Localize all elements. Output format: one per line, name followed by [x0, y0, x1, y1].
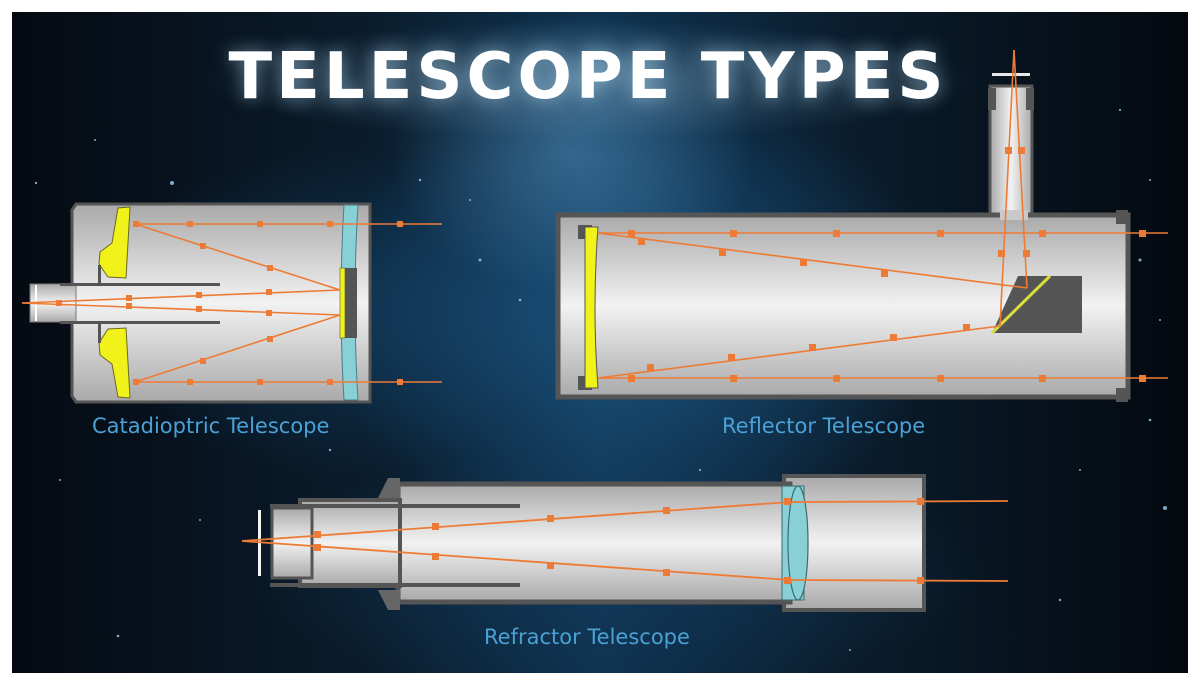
catadioptric-telescope — [21, 202, 442, 404]
diagonal-mirror-holder — [992, 276, 1082, 333]
secondary-mirror-holder — [345, 268, 357, 338]
diagonal-mirror — [990, 274, 1052, 335]
catadioptric-label: Catadioptric Telescope — [92, 414, 330, 438]
light-rays — [597, 49, 1168, 379]
stars — [34, 108, 1167, 651]
primary-mirror — [584, 226, 599, 389]
reflector-telescope — [555, 49, 1168, 402]
page-title: TELESCOPE TYPES — [228, 40, 948, 114]
primary-mirror-bottom — [98, 327, 131, 399]
light-rays — [241, 500, 1009, 582]
primary-mirror-top — [98, 206, 131, 279]
secondary-mirror — [339, 267, 346, 339]
refractor-telescope — [241, 474, 1009, 612]
reflector-label: Reflector Telescope — [722, 414, 926, 438]
light-rays — [21, 223, 442, 383]
refractor-label: Refractor Telescope — [484, 625, 690, 649]
title-glow — [200, 20, 980, 140]
